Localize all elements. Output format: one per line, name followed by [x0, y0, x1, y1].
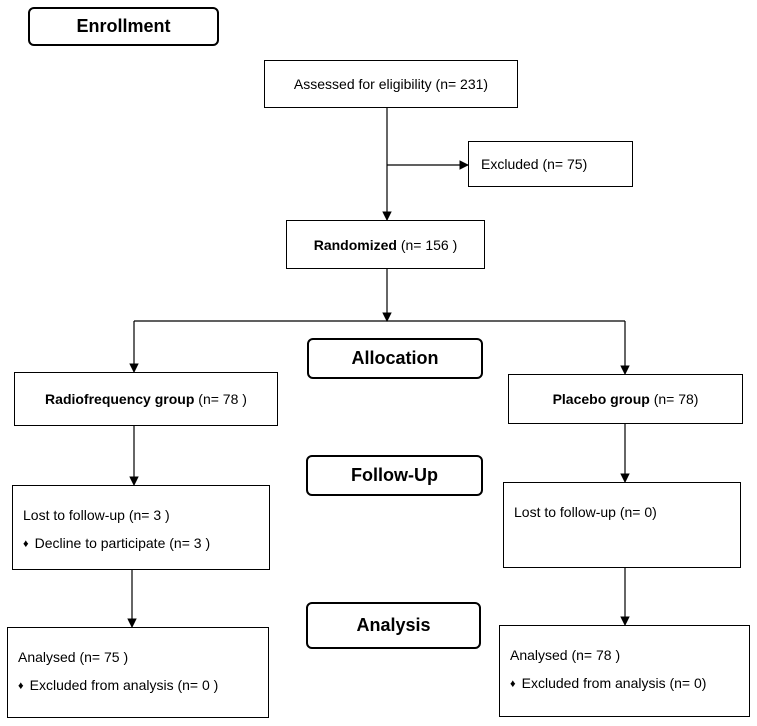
group-count-radiofrequency: (n= 78 )	[198, 391, 247, 407]
analysis-excluded-row-right: ♦ Excluded from analysis (n= 0)	[510, 669, 739, 699]
analysis-excluded-row-left: ♦ Excluded from analysis (n= 0 )	[18, 671, 258, 701]
followup-box-radiofrequency: Lost to follow-up (n= 3 ) ♦ Decline to pa…	[12, 485, 270, 570]
analysis-box-placebo: Analysed (n= 78 ) ♦ Excluded from analysi…	[499, 625, 750, 717]
followup-reason-radiofrequency: Decline to participate (n= 3 )	[34, 535, 211, 551]
followup-lost-radiofrequency: Lost to follow-up (n= 3 )	[23, 507, 170, 523]
followup-reason-row: ♦ Decline to participate (n= 3 )	[23, 529, 259, 559]
assessed-box: Assessed for eligibility (n= 231)	[264, 60, 518, 108]
group-count-placebo: (n= 78)	[653, 391, 699, 407]
analysed-placebo: Analysed (n= 78 )	[510, 647, 621, 663]
assessed-label: Assessed for eligibility	[293, 76, 432, 92]
followup-lost-placebo: Lost to follow-up (n= 0)	[514, 504, 657, 520]
stage-analysis: Analysis	[306, 602, 481, 649]
stage-analysis-label: Analysis	[356, 615, 431, 635]
stage-follow-up-label: Follow-Up	[351, 465, 438, 485]
bullet-icon: ♦	[18, 680, 24, 692]
stage-enrollment: Enrollment	[28, 7, 219, 46]
stage-allocation-label: Allocation	[351, 348, 439, 368]
excluded-box: Excluded (n= 75)	[468, 141, 633, 187]
stage-enrollment-label: Enrollment	[76, 16, 171, 36]
group-box-placebo: Placebo group (n= 78)	[508, 374, 743, 424]
bullet-icon: ♦	[23, 538, 29, 550]
group-box-radiofrequency: Radiofrequency group (n= 78 )	[14, 372, 278, 426]
stage-follow-up: Follow-Up	[306, 455, 483, 496]
followup-box-placebo: Lost to follow-up (n= 0)	[503, 482, 741, 568]
group-name-placebo: Placebo group	[552, 391, 650, 407]
assessed-count: (n= 231)	[435, 76, 489, 92]
randomized-count: (n= 156 )	[400, 236, 458, 253]
stage-allocation: Allocation	[307, 338, 483, 379]
group-name-radiofrequency: Radiofrequency group	[45, 391, 195, 407]
analysed-radiofrequency: Analysed (n= 75 )	[18, 649, 129, 665]
randomized-box: Randomized (n= 156 )	[286, 220, 485, 269]
randomized-label: Randomized	[313, 236, 397, 253]
excluded-count: (n= 75)	[542, 156, 588, 172]
analysis-excluded-placebo: Excluded from analysis (n= 0)	[521, 675, 707, 691]
bullet-icon: ♦	[510, 678, 516, 690]
analysis-excluded-radiofrequency: Excluded from analysis (n= 0 )	[29, 677, 219, 693]
analysis-box-radiofrequency: Analysed (n= 75 ) ♦ Excluded from analysi…	[7, 627, 269, 718]
excluded-label: Excluded	[481, 156, 539, 172]
